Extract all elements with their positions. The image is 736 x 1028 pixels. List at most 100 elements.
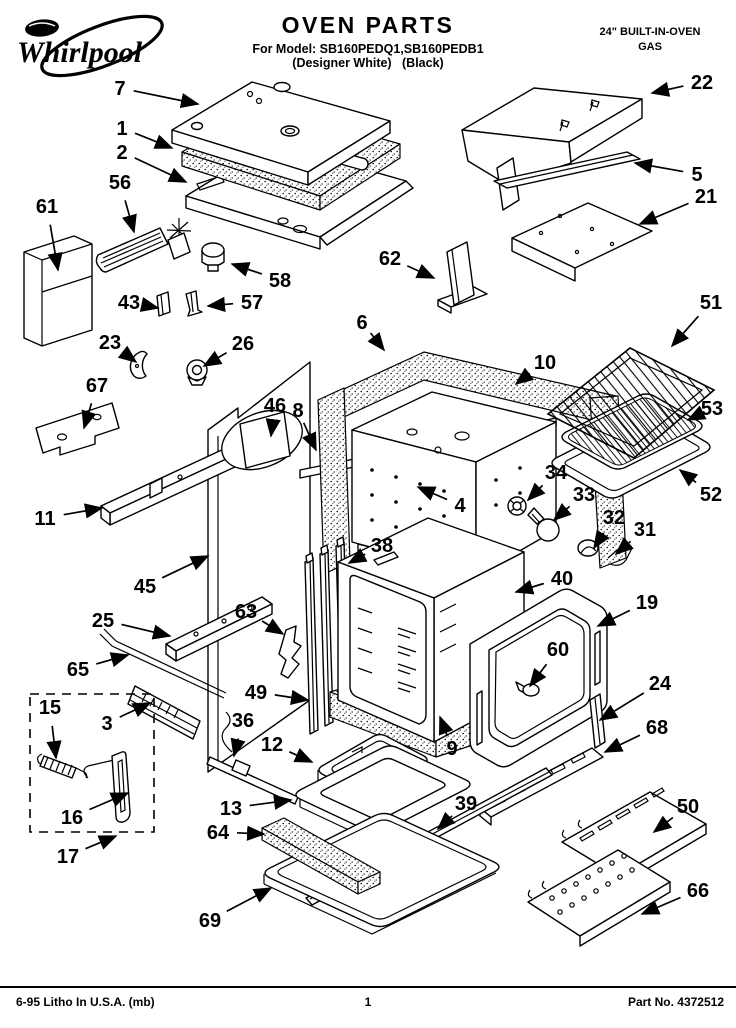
callout-leader-32	[593, 529, 610, 550]
callout-leader-13	[249, 794, 293, 810]
part-49-seal-strips	[304, 544, 334, 735]
callout-leader-68	[603, 734, 641, 753]
part-34-lamp-socket	[507, 496, 527, 516]
part-15-spring	[36, 753, 88, 779]
callout-57: 57	[241, 292, 263, 314]
part-51-oven-rack	[546, 347, 716, 459]
callout-64: 64	[207, 822, 230, 844]
whirlpool-logo: Whirlpool	[17, 14, 164, 78]
callout-leader-65	[96, 652, 130, 667]
callout-50: 50	[677, 796, 699, 818]
part-58-thermostat	[201, 242, 225, 272]
callout-leader-15	[46, 725, 62, 760]
part-33-lamp-bulb	[527, 507, 560, 542]
part-8-insulation-left	[317, 387, 351, 575]
callout-leader-25	[121, 623, 172, 640]
header: OVEN PARTS For Model: SB160PEDQ1,SB160PE…	[0, 12, 736, 70]
callout-2: 2	[116, 142, 127, 164]
callout-39: 39	[455, 793, 477, 815]
callout-leader-50	[652, 815, 674, 834]
callout-60: 60	[547, 639, 569, 661]
callout-34: 34	[545, 462, 568, 484]
callout-65: 65	[67, 659, 89, 681]
callout-9: 9	[446, 738, 457, 760]
callout-53: 53	[701, 398, 723, 420]
callout-leader-56	[122, 200, 137, 234]
footer-rule	[0, 986, 736, 988]
callout-4: 4	[454, 495, 466, 517]
callout-17: 17	[57, 846, 79, 868]
callout-31: 31	[634, 519, 656, 541]
callout-leader-23	[117, 345, 138, 364]
part-16-hinge	[83, 751, 131, 823]
callout-10: 10	[534, 352, 556, 374]
callout-16: 16	[61, 807, 83, 829]
callout-leader-66	[640, 896, 681, 915]
callout-leader-11	[63, 503, 104, 519]
callout-8: 8	[292, 400, 303, 422]
part-67-bracket	[35, 402, 120, 456]
callout-leader-36	[230, 737, 246, 758]
callout-56: 56	[109, 172, 131, 194]
part-7-top-panel	[171, 81, 391, 186]
callout-33: 33	[573, 484, 595, 506]
callout-69: 69	[199, 910, 221, 932]
callout-leader-26	[202, 350, 228, 367]
part-13-frame-flat	[295, 745, 471, 840]
callout-leader-60	[528, 663, 548, 688]
part-26-igniter	[186, 359, 208, 386]
callout-leader-61	[47, 224, 63, 272]
callout-32: 32	[603, 507, 625, 529]
callout-leader-22	[650, 81, 684, 97]
callout-leader-6	[367, 331, 386, 352]
callout-leader-9	[438, 715, 454, 736]
part-66-burner-baffle-lower	[527, 849, 671, 947]
callout-leader-52	[678, 468, 699, 487]
callout-1: 1	[116, 118, 127, 140]
callout-leader-45	[161, 555, 210, 579]
callout-38: 38	[371, 535, 393, 557]
corner-title: 24" BUILT-IN-OVEN	[599, 26, 701, 38]
page-number: 1	[364, 995, 372, 1009]
callout-24: 24	[649, 673, 672, 695]
callout-51: 51	[700, 292, 722, 314]
callout-5: 5	[691, 164, 702, 186]
callout-leader-33	[552, 503, 572, 522]
brand-name: Whirlpool	[17, 36, 143, 69]
callout-leader-21	[638, 202, 689, 225]
part-21-rear-panel	[511, 202, 653, 282]
callout-leader-51	[670, 315, 700, 348]
callout-61: 61	[36, 196, 58, 218]
callout-leader-53	[686, 405, 707, 421]
callout-leader-46	[265, 418, 281, 438]
callout-21: 21	[695, 186, 717, 208]
callout-leader-16	[89, 792, 130, 811]
callout-12: 12	[261, 734, 283, 756]
part-number: Part No. 4372512	[627, 995, 724, 1009]
corner-header: 24" BUILT-IN-OVEN GAS	[574, 25, 726, 56]
callout-52: 52	[700, 484, 722, 506]
callout-leader-31	[614, 537, 634, 556]
callout-leader-34	[526, 482, 546, 502]
callout-68: 68	[646, 717, 668, 739]
callout-19: 19	[636, 592, 658, 614]
callout-43: 43	[118, 292, 140, 314]
callout-49: 49	[245, 682, 267, 704]
callout-leader-38	[347, 548, 368, 564]
callout-leader-64	[236, 825, 266, 841]
part-23-bracket	[129, 350, 148, 379]
callout-63: 63	[235, 601, 257, 623]
corner-subtitle: GAS	[638, 41, 662, 54]
part-43-clip	[156, 291, 171, 317]
callout-leader-2	[134, 157, 188, 183]
callout-leader-69	[226, 887, 273, 912]
part-3-channel	[127, 685, 201, 740]
callout-leader-63	[261, 618, 285, 635]
callout-22: 22	[691, 72, 713, 94]
callout-leader-8	[302, 422, 317, 452]
callout-leader-7	[133, 89, 200, 109]
callout-leader-1	[134, 132, 174, 149]
